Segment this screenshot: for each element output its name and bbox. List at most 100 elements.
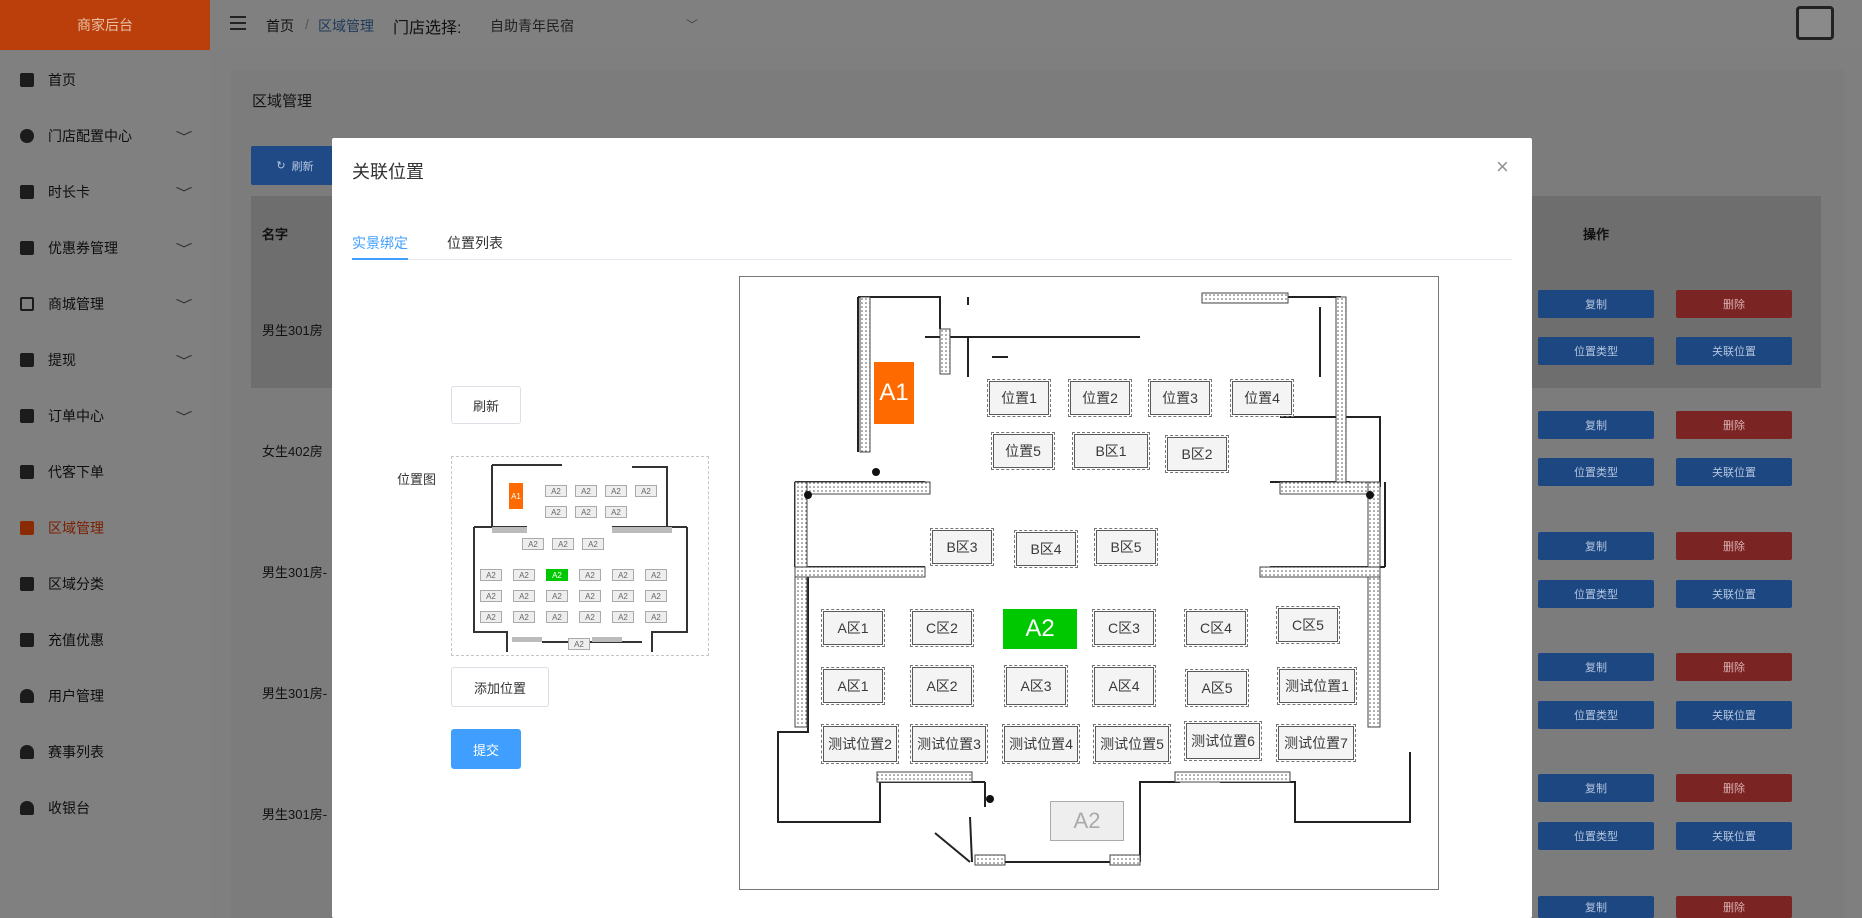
location-type-button[interactable]: 位置类型 xyxy=(1538,580,1654,608)
seat-a4[interactable]: A区4 xyxy=(1092,665,1156,707)
page-title: 区域管理 xyxy=(252,93,313,110)
seat-a1[interactable]: A区1 xyxy=(821,667,885,705)
seat-a3[interactable]: A区3 xyxy=(1004,665,1068,707)
sidebar-item-label: 首页 xyxy=(48,72,76,88)
dialog-refresh-button[interactable]: 刷新 xyxy=(451,386,521,424)
chevron-down-icon: ﹀ xyxy=(175,185,193,200)
table-row-name: 男生301房- xyxy=(262,807,328,822)
area-a2[interactable]: A2 xyxy=(1050,801,1124,841)
seat-c2[interactable]: C区2 xyxy=(910,609,974,647)
sidebar-item-proxy-order[interactable]: 代客下单 xyxy=(0,444,210,500)
submit-button[interactable]: 提交 xyxy=(451,729,521,769)
sidebar-item-cashier[interactable]: 收银台 xyxy=(0,780,210,836)
chevron-down-icon: ﹀ xyxy=(175,241,193,256)
add-location-button[interactable]: 添加位置 xyxy=(451,667,549,707)
link-location-button[interactable]: 关联位置 xyxy=(1676,458,1792,486)
copy-button[interactable]: 复制 xyxy=(1538,896,1654,918)
location-type-button[interactable]: 位置类型 xyxy=(1538,701,1654,729)
sidebar-item-store-config[interactable]: 门店配置中心﹀ xyxy=(0,108,210,164)
store-avatar-icon[interactable] xyxy=(1796,6,1834,40)
seat-b5[interactable]: B区5 xyxy=(1094,528,1158,566)
sidebar-item-area-management[interactable]: 区域管理 xyxy=(0,500,210,556)
seat-test-5[interactable]: 测试位置5 xyxy=(1093,724,1171,764)
seat-a-zone-1[interactable]: A区1 xyxy=(821,609,885,647)
seat-a5[interactable]: A区5 xyxy=(1185,669,1249,707)
seat-position-5[interactable]: 位置5 xyxy=(991,432,1055,470)
thumbnail-seat: A2 xyxy=(635,485,657,497)
breadcrumb-home[interactable]: 首页 xyxy=(266,18,294,34)
chevron-down-icon[interactable]: ﹀ xyxy=(686,18,699,32)
thumbnail-seat: A2 xyxy=(582,538,604,550)
seat-test-3[interactable]: 测试位置3 xyxy=(910,724,988,764)
delete-button[interactable]: 删除 xyxy=(1676,290,1792,318)
thumbnail-seat: A2 xyxy=(480,611,502,623)
area-a1[interactable]: A1 xyxy=(874,362,914,424)
location-type-button[interactable]: 位置类型 xyxy=(1538,822,1654,850)
seat-test-6[interactable]: 测试位置6 xyxy=(1184,721,1262,761)
column-header-actions: 操作 xyxy=(1583,227,1610,242)
floor-plan-canvas[interactable]: A1 A2 A2 位置1 位置2 位置3 位置4 位置5 B区1 B区2 B区3… xyxy=(739,276,1439,890)
seat-b1[interactable]: B区1 xyxy=(1072,432,1150,470)
tab-scene-binding[interactable]: 实景绑定 xyxy=(352,235,408,251)
sidebar-item-coupons[interactable]: 优惠券管理 ﹀ xyxy=(0,220,210,276)
seat-position-1[interactable]: 位置1 xyxy=(987,379,1051,417)
area-a2-selected[interactable]: A2 xyxy=(1003,609,1077,649)
menu-toggle-icon[interactable] xyxy=(230,16,246,30)
seat-a2[interactable]: A区2 xyxy=(910,665,974,707)
chevron-down-icon: ﹀ xyxy=(175,129,193,144)
close-icon[interactable]: × xyxy=(1496,154,1509,179)
map-thumbnail[interactable]: A1 A2 A2 A2 A2 A2 A2 A2 A2 A2 A2 A2 A2 A… xyxy=(451,456,709,656)
thumbnail-seat: A2 xyxy=(545,506,567,518)
delete-button[interactable]: 删除 xyxy=(1676,653,1792,681)
link-location-button[interactable]: 关联位置 xyxy=(1676,337,1792,365)
sidebar-item-area-category[interactable]: 区域分类 xyxy=(0,556,210,612)
delete-button[interactable]: 删除 xyxy=(1676,774,1792,802)
seat-test-2[interactable]: 测试位置2 xyxy=(821,724,899,764)
tab-location-list[interactable]: 位置列表 xyxy=(447,235,503,251)
seat-position-3[interactable]: 位置3 xyxy=(1148,379,1212,417)
seat-b2[interactable]: B区2 xyxy=(1165,435,1229,473)
copy-button[interactable]: 复制 xyxy=(1538,532,1654,560)
seat-test-4[interactable]: 测试位置4 xyxy=(1002,724,1080,764)
refresh-button[interactable]: ↻刷新 xyxy=(251,146,339,185)
sidebar-item-duration-card[interactable]: 时长卡﹀ xyxy=(0,164,210,220)
sidebar-item-recharge-discount[interactable]: 充值优惠 xyxy=(0,612,210,668)
sidebar-item-label: 代客下单 xyxy=(48,464,104,480)
thumbnail-seat: A2 xyxy=(612,611,634,623)
sidebar-item-label: 区域分类 xyxy=(48,576,104,592)
sidebar-item-orders[interactable]: 订单中心﹀ xyxy=(0,388,210,444)
delete-button[interactable]: 删除 xyxy=(1676,532,1792,560)
sidebar-item-withdraw[interactable]: 提现﹀ xyxy=(0,332,210,388)
copy-button[interactable]: 复制 xyxy=(1538,411,1654,439)
seat-position-2[interactable]: 位置2 xyxy=(1068,379,1132,417)
thumbnail-seat: A2 xyxy=(645,590,667,602)
location-type-button[interactable]: 位置类型 xyxy=(1538,337,1654,365)
thumbnail-seat: A2 xyxy=(575,485,597,497)
link-location-button[interactable]: 关联位置 xyxy=(1676,701,1792,729)
copy-button[interactable]: 复制 xyxy=(1538,653,1654,681)
sidebar-item-home[interactable]: 首页 xyxy=(0,52,210,108)
sidebar-item-label: 优惠券管理 xyxy=(48,240,118,256)
store-select[interactable]: 自助青年民宿 xyxy=(490,18,574,34)
seat-test-1[interactable]: 测试位置1 xyxy=(1277,667,1357,705)
seat-b4[interactable]: B区4 xyxy=(1014,530,1078,568)
seat-c4[interactable]: C区4 xyxy=(1184,609,1248,647)
seat-c5[interactable]: C区5 xyxy=(1276,606,1340,644)
seat-c3[interactable]: C区3 xyxy=(1092,609,1156,647)
seat-b3[interactable]: B区3 xyxy=(930,528,994,566)
copy-button[interactable]: 复制 xyxy=(1538,774,1654,802)
sidebar-item-events[interactable]: 赛事列表 xyxy=(0,724,210,780)
clipboard-icon xyxy=(20,409,34,423)
seat-test-7[interactable]: 测试位置7 xyxy=(1276,724,1356,762)
link-location-button[interactable]: 关联位置 xyxy=(1676,580,1792,608)
sidebar-item-mall[interactable]: 商城管理﹀ xyxy=(0,276,210,332)
delete-button[interactable]: 删除 xyxy=(1676,411,1792,439)
sidebar-item-users[interactable]: 用户管理 xyxy=(0,668,210,724)
refresh-label: 刷新 xyxy=(291,160,314,173)
link-location-button[interactable]: 关联位置 xyxy=(1676,822,1792,850)
delete-button[interactable]: 删除 xyxy=(1676,896,1792,918)
copy-button[interactable]: 复制 xyxy=(1538,290,1654,318)
dashboard-icon xyxy=(20,73,34,87)
seat-position-4[interactable]: 位置4 xyxy=(1230,379,1294,417)
location-type-button[interactable]: 位置类型 xyxy=(1538,458,1654,486)
